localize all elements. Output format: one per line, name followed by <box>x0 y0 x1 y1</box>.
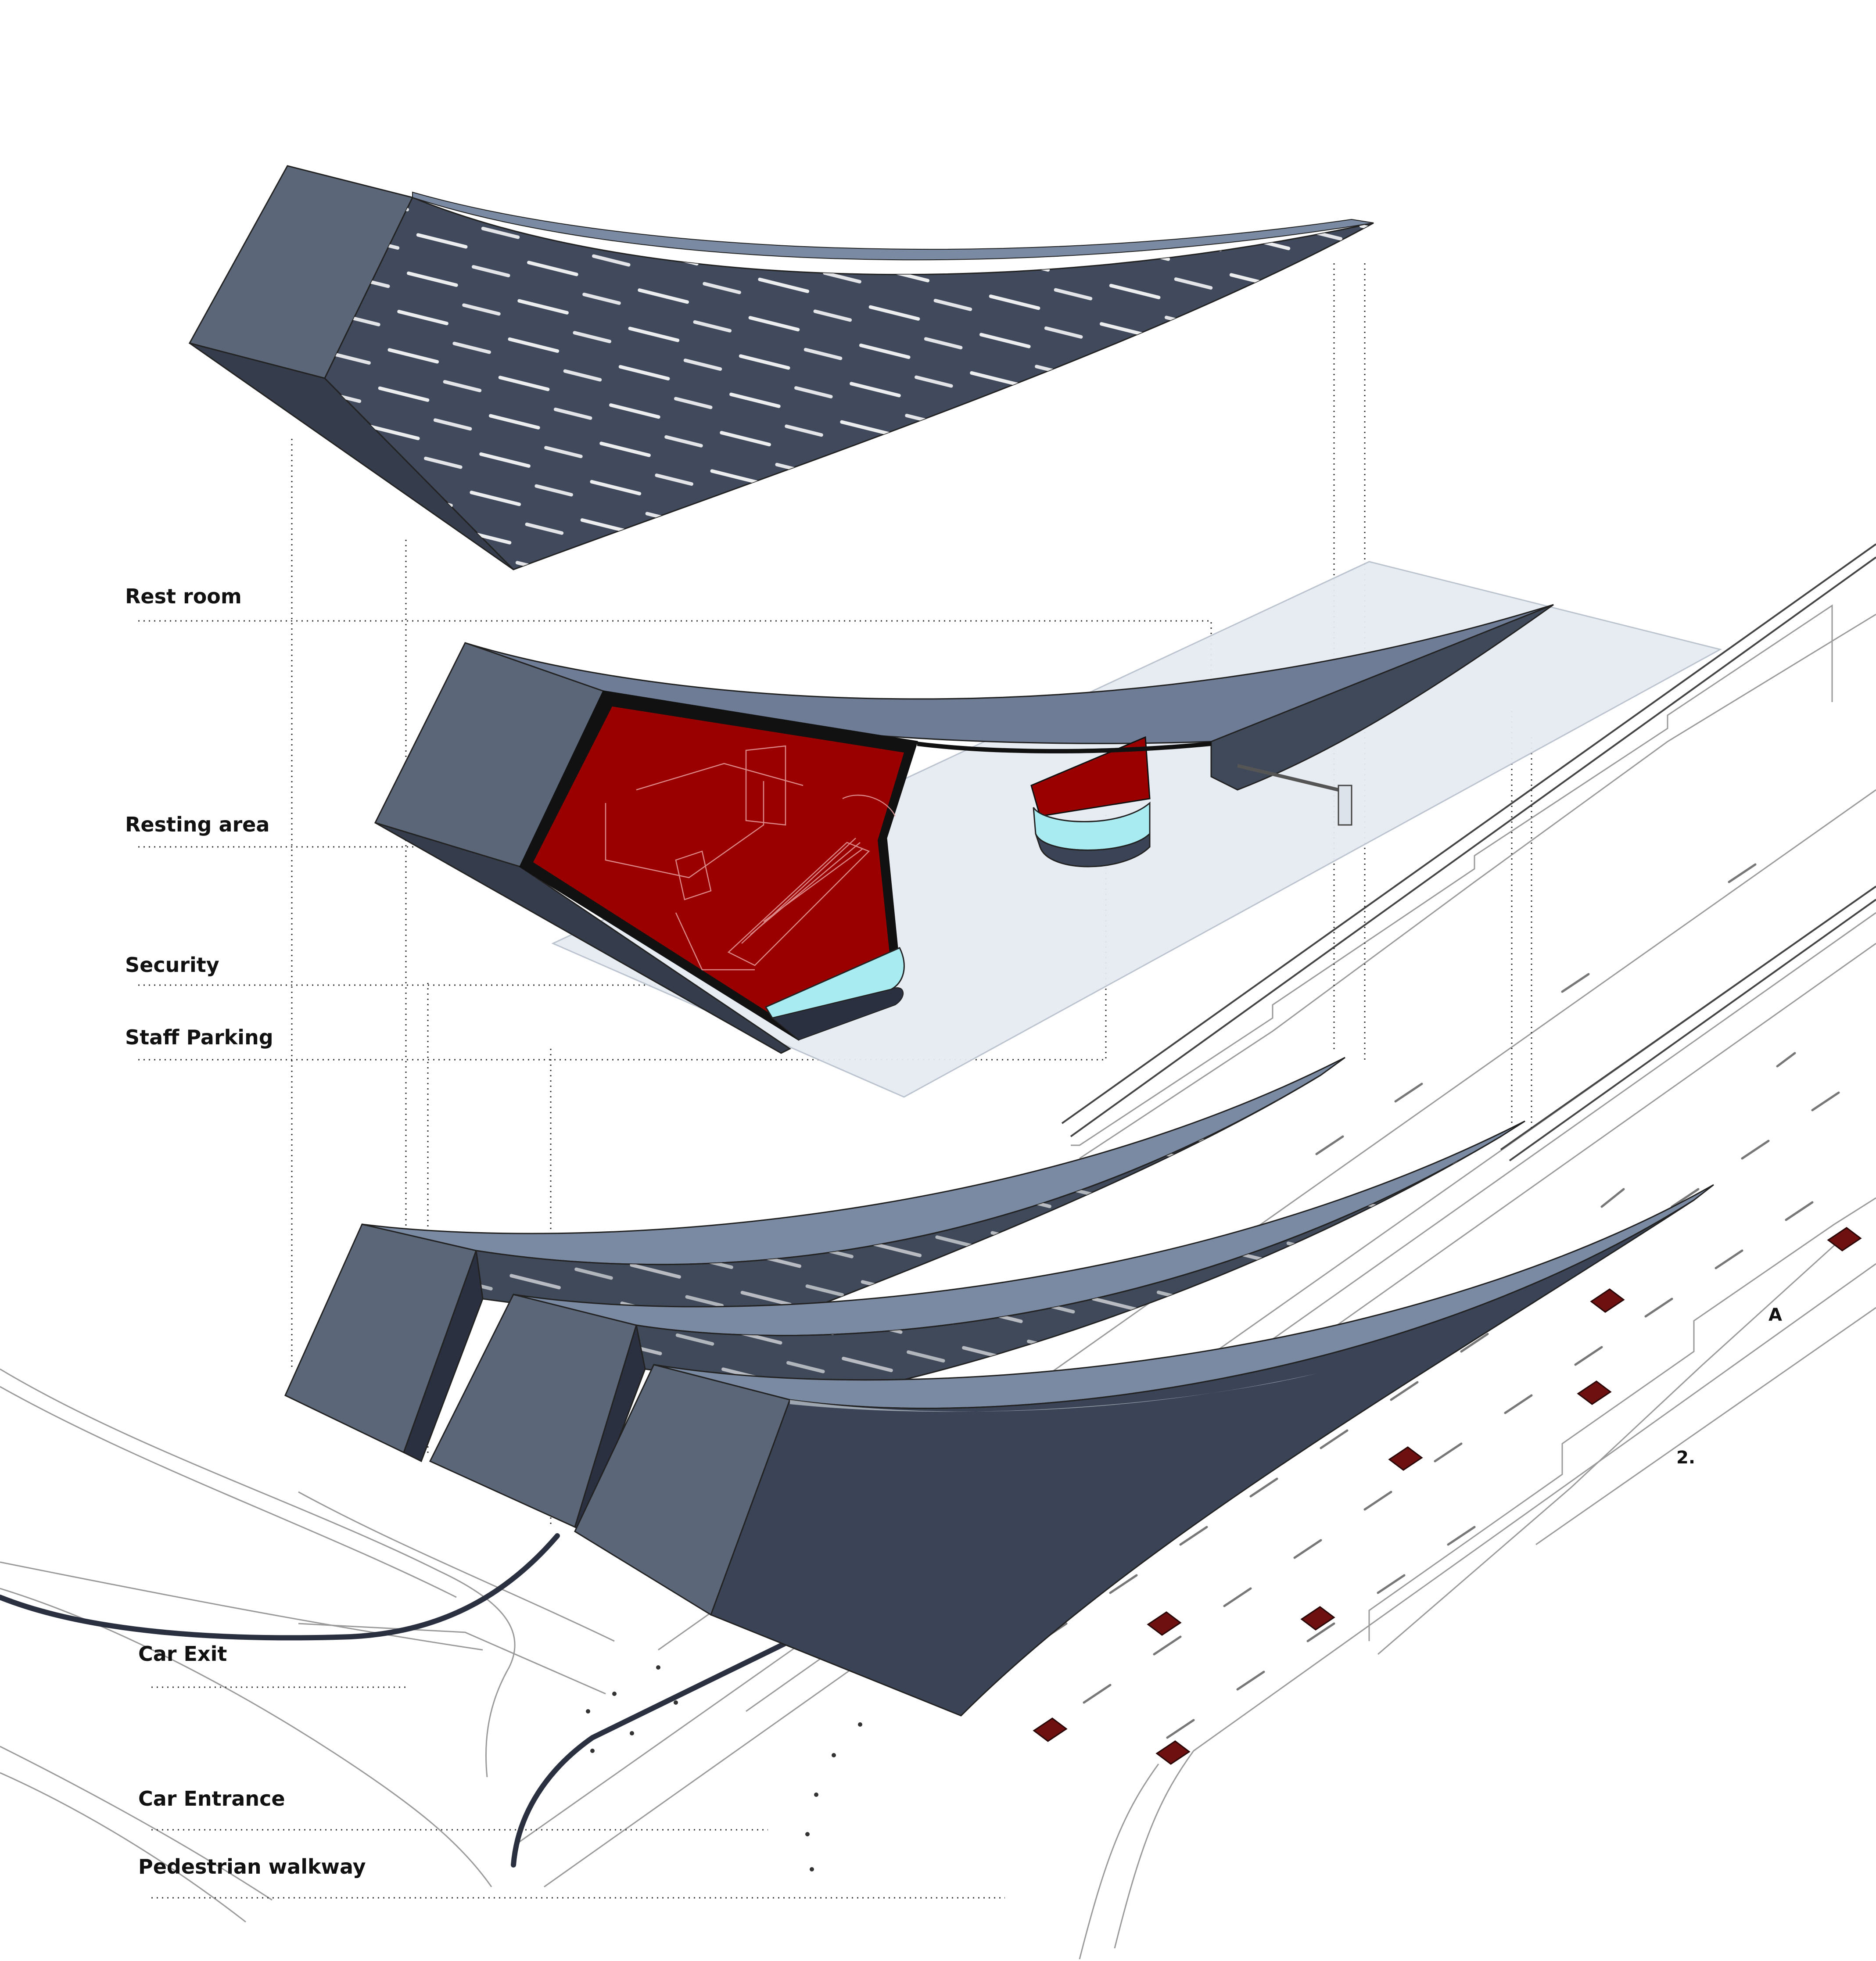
label-security: Security <box>125 953 219 977</box>
label-staff-parking: Staff Parking <box>125 1025 273 1049</box>
label-resting-area: Resting area <box>125 813 269 836</box>
median-rails <box>1061 543 1876 1162</box>
section-letter: A <box>1768 1305 1782 1325</box>
label-car-exit: Car Exit <box>138 1642 227 1666</box>
lane-dashes <box>1039 863 1840 1739</box>
middle-level <box>374 561 1722 1098</box>
road-curbs <box>0 1533 793 1868</box>
label-rest-room: Rest room <box>125 584 242 608</box>
section-number: 2. <box>1676 1448 1695 1468</box>
label-pedestrian-walkway: Pedestrian walkway <box>138 1855 366 1879</box>
parking-markers <box>1033 1227 1862 1765</box>
interior-sketch <box>605 745 896 971</box>
label-car-entrance: Car Entrance <box>138 1787 285 1810</box>
roof-shell-bottom <box>284 1057 1714 1717</box>
roof-shell-top <box>188 165 1374 570</box>
walkway-dots <box>586 1665 862 1871</box>
